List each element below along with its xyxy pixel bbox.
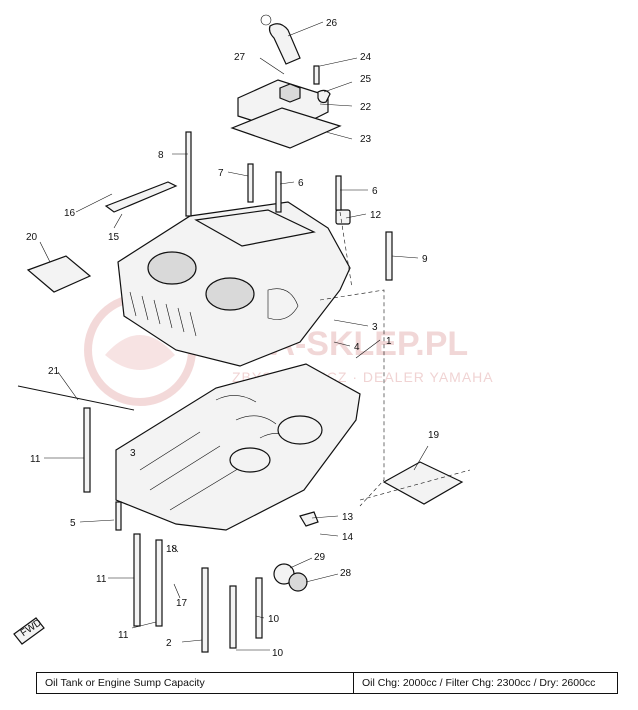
bolt-11a <box>83 407 91 493</box>
breather-gasket <box>230 107 342 149</box>
breather-assembly <box>230 14 342 149</box>
callout-16: 16 <box>64 208 76 219</box>
fwd-arrow: FWD <box>13 617 45 645</box>
breather-hose <box>268 23 301 65</box>
callout-3a: 3 <box>372 322 378 333</box>
breather-nipple <box>279 83 301 103</box>
callout-9: 9 <box>422 254 428 265</box>
dipstick-rod-21 <box>17 385 135 411</box>
hose-clip <box>260 14 272 26</box>
callout-10a: 10 <box>268 614 280 625</box>
bolt-10a <box>229 585 237 649</box>
crankcase-bolts <box>17 131 393 653</box>
callout-6a: 6 <box>298 178 304 189</box>
callout-20: 20 <box>26 232 38 243</box>
bolt-5 <box>115 501 122 531</box>
callout-3b: 3 <box>130 448 136 459</box>
callout-11b: 11 <box>96 574 107 585</box>
oil-plug <box>335 209 351 225</box>
callout-7: 7 <box>218 168 224 179</box>
callout-12: 12 <box>370 210 382 221</box>
lower-bracket <box>299 511 319 527</box>
bolt-6b <box>335 175 342 211</box>
callout-13: 13 <box>342 512 354 523</box>
callout-29: 29 <box>314 552 326 563</box>
callout-19: 19 <box>428 430 440 441</box>
fwd-arrow-icon <box>13 617 45 645</box>
callout-22: 22 <box>360 102 372 113</box>
callout-11c: 11 <box>118 630 129 641</box>
crank-journal-2 <box>229 447 271 473</box>
callout-6b: 6 <box>372 186 378 197</box>
callout-5: 5 <box>70 518 76 529</box>
lower-case-body <box>115 363 361 531</box>
callout-14: 14 <box>342 532 354 543</box>
bolt-7 <box>247 163 254 203</box>
callout-17: 17 <box>176 598 188 609</box>
capacity-table: Oil Tank or Engine Sump Capacity Oil Chg… <box>36 672 618 694</box>
bolt-9 <box>385 231 393 281</box>
callout-10b: 10 <box>272 648 284 659</box>
cylinder-bore-1 <box>147 251 197 285</box>
callout-23: 23 <box>360 134 372 145</box>
callout-25: 25 <box>360 74 372 85</box>
callout-11a: 11 <box>30 454 41 465</box>
callout-26: 26 <box>326 18 338 29</box>
callout-24: 24 <box>360 52 372 63</box>
bolt-11c <box>155 539 163 627</box>
callout-8: 8 <box>158 150 164 161</box>
bolt-12 <box>201 567 209 653</box>
capacity-label: Oil Tank or Engine Sump Capacity <box>37 673 354 693</box>
callout-28: 28 <box>340 568 352 579</box>
cover-plate-20 <box>26 255 92 293</box>
bracket-15 <box>104 181 178 213</box>
bolt-11b <box>133 533 141 627</box>
callout-4: 4 <box>354 342 360 353</box>
callout-18: 18 <box>166 544 178 555</box>
drain-plug <box>288 572 308 592</box>
crank-journal <box>277 415 323 445</box>
capacity-value: Oil Chg: 2000cc / Filter Chg: 2300cc / D… <box>362 677 596 689</box>
lower-crankcase <box>115 363 361 531</box>
callout-1: 1 <box>386 336 392 347</box>
callout-labels: 26 27 24 25 22 23 8 7 6 6 12 9 16 15 20 … <box>26 18 440 659</box>
cover-bolt <box>313 65 320 85</box>
bolt-6a <box>275 171 282 213</box>
callout-21: 21 <box>48 366 60 377</box>
leader-lines <box>39 21 471 651</box>
bolt-8 <box>185 131 192 217</box>
callout-2: 2 <box>166 638 172 649</box>
upper-crankcase <box>117 201 351 367</box>
callout-15: 15 <box>108 232 120 243</box>
bolt-10b <box>255 577 263 639</box>
upper-case-deck <box>194 209 316 247</box>
callout-27: 27 <box>234 52 246 63</box>
cover-clamp <box>317 89 331 104</box>
cylinder-bore-2 <box>205 277 255 311</box>
